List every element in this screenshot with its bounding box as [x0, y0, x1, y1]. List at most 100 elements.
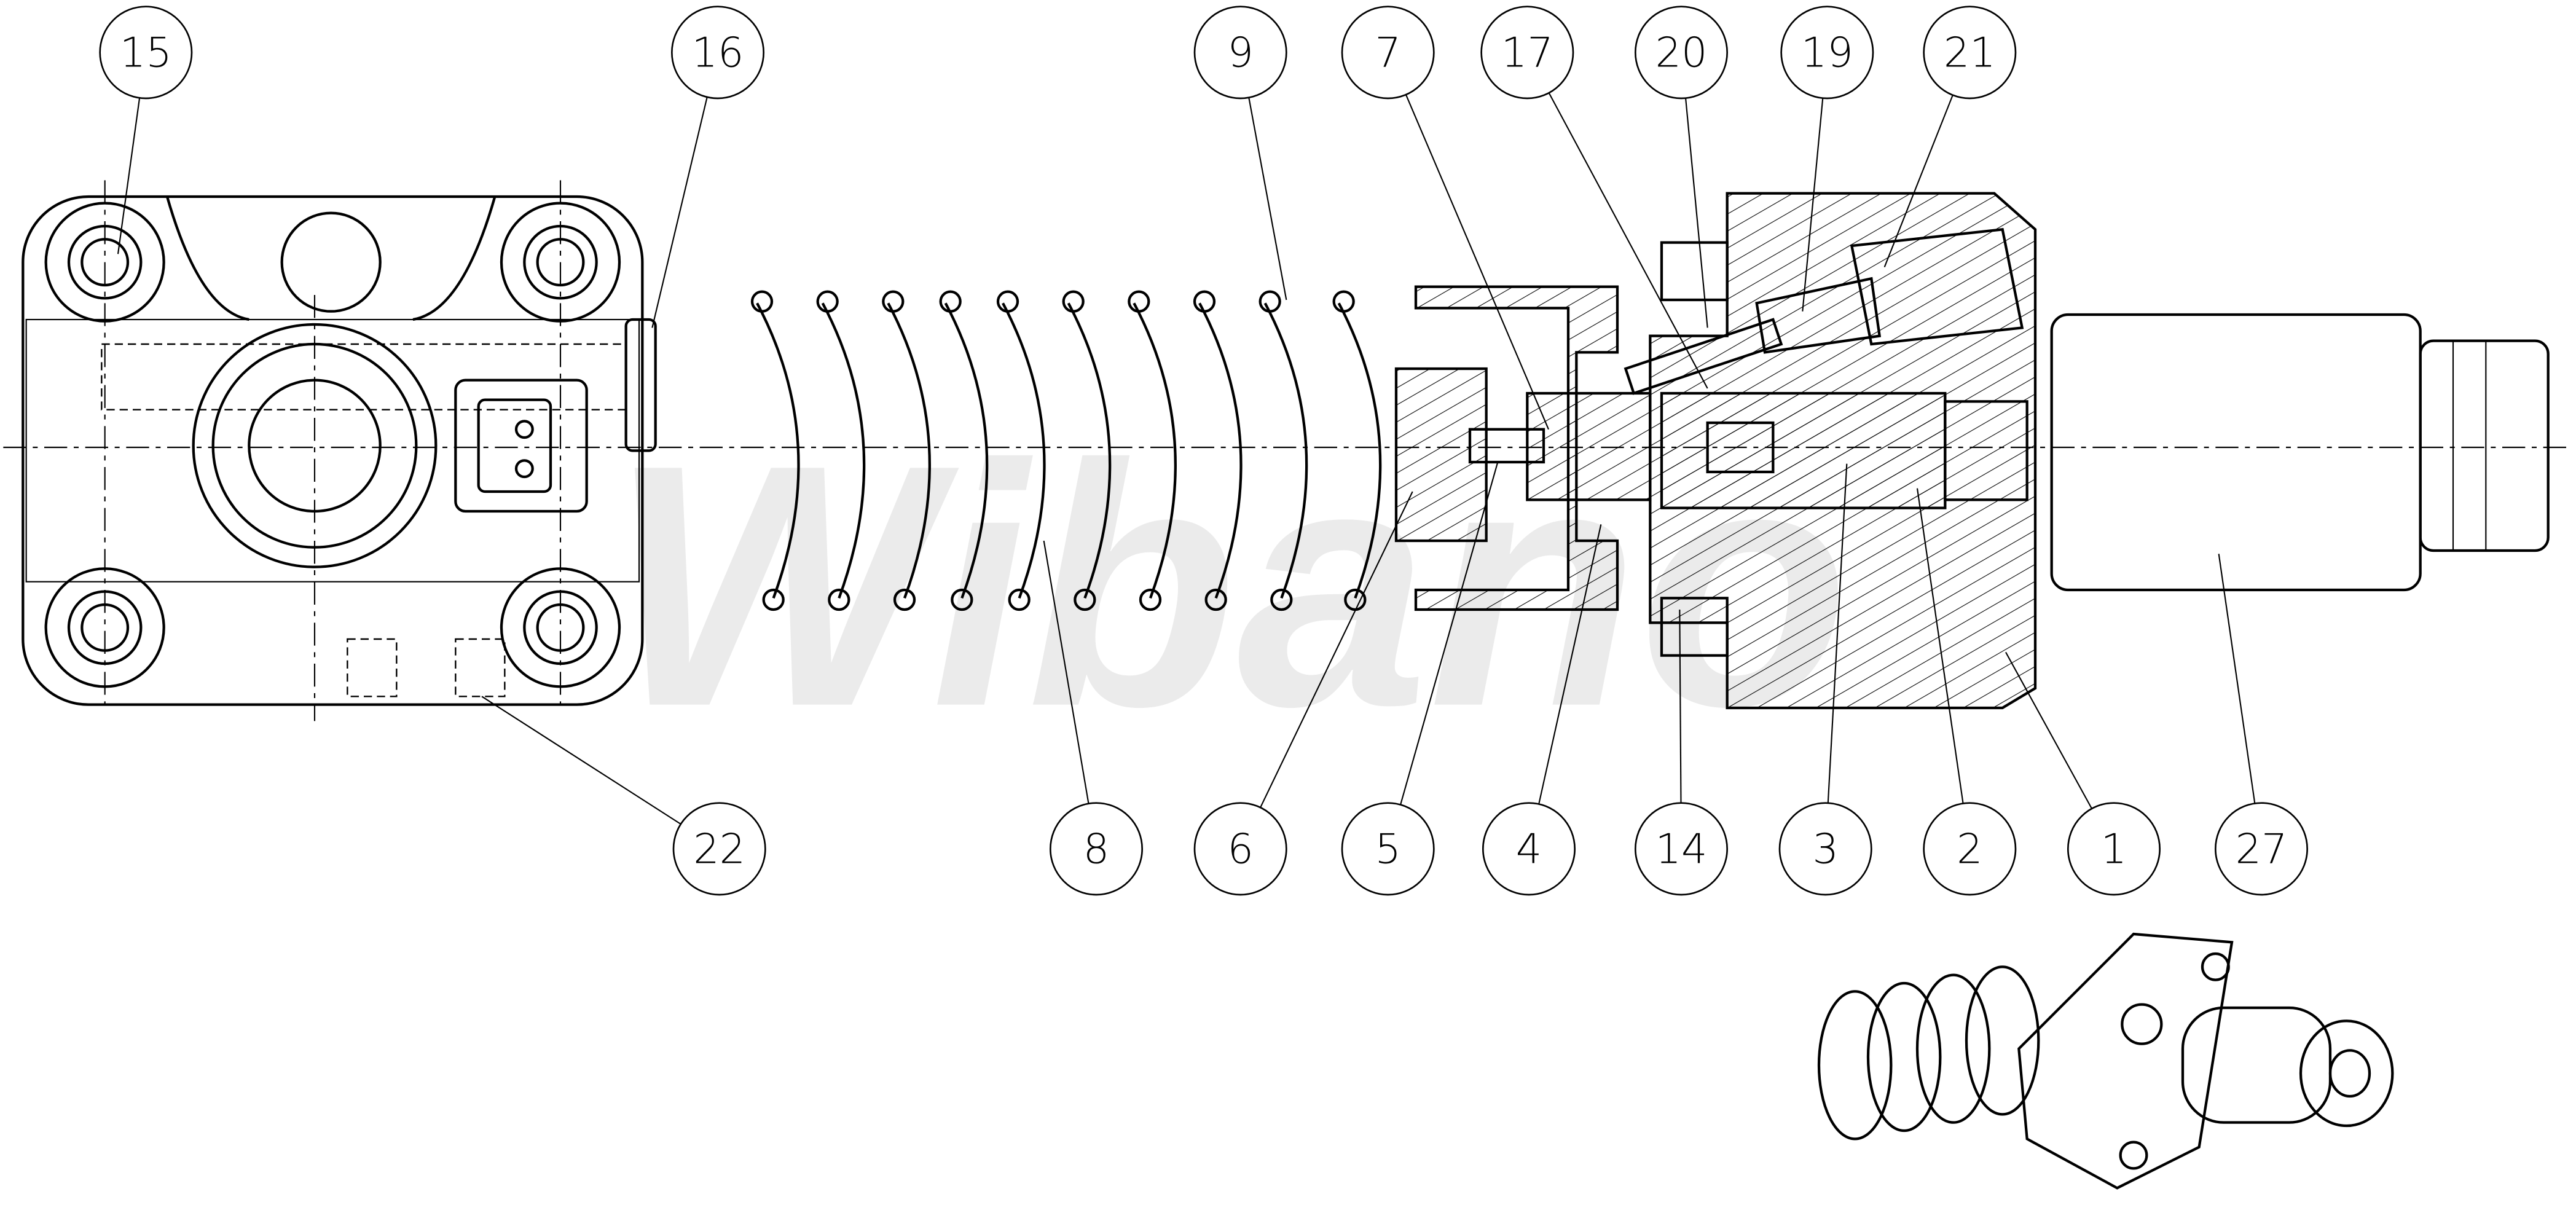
pump-body — [1624, 192, 2037, 710]
leader-line — [1387, 52, 1549, 430]
callout-15: 15 — [99, 6, 193, 100]
callout-circle — [1193, 6, 1287, 100]
spring-wire-section — [1332, 290, 1355, 313]
callout-number: 22 — [693, 825, 745, 873]
spring-wire-section — [939, 290, 962, 313]
callout-circle — [2067, 802, 2161, 896]
spring-coil — [1198, 302, 1243, 599]
callout-17: 17 — [1480, 6, 1574, 100]
callout-number: 15 — [120, 28, 172, 76]
callout-1: 1 — [2067, 802, 2161, 896]
callout-number: 4 — [1516, 825, 1542, 873]
callout-circle — [1923, 802, 2017, 896]
callout-circle — [1193, 802, 1287, 896]
spring-wire-section — [762, 588, 785, 611]
callout-8: 8 — [1049, 802, 1143, 896]
spring-wire-section — [1204, 588, 1227, 611]
leader-line — [1528, 524, 1602, 849]
callout-27: 27 — [2215, 802, 2308, 896]
callout-circle — [99, 6, 193, 100]
callout-9: 9 — [1193, 6, 1287, 100]
spring-seat — [1394, 285, 1652, 611]
leader-line — [481, 696, 720, 850]
spring-wire-section — [816, 290, 839, 313]
callout-circle — [672, 802, 766, 896]
callout-number: 17 — [1501, 28, 1553, 76]
callout-7: 7 — [1341, 6, 1435, 100]
callout-5: 5 — [1341, 802, 1435, 896]
spring-wire-section — [1074, 588, 1096, 611]
callout-circle — [1482, 802, 1576, 896]
spring — [750, 290, 1382, 611]
leader-line — [651, 52, 719, 328]
callout-circle — [1635, 802, 1728, 896]
spring-wire-section — [828, 588, 850, 611]
spring-wire-section — [1008, 588, 1031, 611]
callout-number: 8 — [1083, 825, 1109, 873]
callout-circle — [1778, 802, 1872, 896]
spring-wire-section — [951, 588, 973, 611]
callout-circle — [1923, 6, 2017, 100]
callout-19: 19 — [1780, 6, 1874, 100]
leader-line — [1387, 461, 1499, 849]
callout-16: 16 — [670, 6, 764, 100]
spring-wire-section — [750, 290, 774, 313]
callout-number: 1 — [2101, 825, 2127, 873]
callout-3: 3 — [1778, 802, 1872, 896]
callout-number: 7 — [1375, 28, 1400, 76]
leader-line — [1916, 488, 1971, 849]
callout-number: 3 — [1812, 825, 1838, 873]
spring-wire-section — [1193, 290, 1216, 313]
spring-wire-section — [893, 588, 916, 611]
callout-number: 6 — [1227, 825, 1253, 873]
spring-wire-section — [1139, 588, 1162, 611]
callout-22: 22 — [672, 802, 766, 896]
spring-coil — [1002, 302, 1046, 599]
assembly-3d-view — [1817, 932, 2394, 1190]
spring-wire-section — [1259, 290, 1281, 313]
callout-4: 4 — [1482, 802, 1576, 896]
callout-14: 14 — [1635, 802, 1728, 896]
callout-6: 6 — [1193, 802, 1287, 896]
callout-2: 2 — [1923, 802, 2017, 896]
solenoid-valve — [2050, 313, 2550, 592]
callout-number: 19 — [1801, 28, 1853, 76]
spring-coil — [944, 302, 989, 599]
callout-circle — [670, 6, 764, 100]
callout-number: 16 — [692, 28, 744, 76]
callout-circle — [1341, 802, 1435, 896]
spring-wire-section — [1128, 290, 1150, 313]
leader-line — [1824, 463, 1848, 849]
callout-circle — [1049, 802, 1143, 896]
callout-circle — [2215, 802, 2308, 896]
callout-number: 14 — [1655, 825, 1708, 873]
callout-number: 27 — [2236, 825, 2288, 873]
callout-circle — [1341, 6, 1435, 100]
spring-wire-section — [1062, 290, 1085, 313]
spring-coil — [1067, 302, 1112, 599]
spring-wire-section — [882, 290, 905, 313]
spring-wire-section — [1344, 588, 1367, 611]
spring-coil — [821, 302, 866, 599]
callout-number: 20 — [1655, 28, 1708, 76]
leader-line — [1043, 540, 1098, 849]
callout-20: 20 — [1635, 6, 1728, 100]
leader-line — [1526, 52, 1708, 389]
spring-wire-section — [1270, 588, 1293, 611]
spring-coil — [756, 302, 800, 599]
leader-line — [2218, 554, 2263, 849]
callout-number: 5 — [1375, 825, 1400, 873]
pump-housing-front-view — [22, 180, 657, 721]
callout-number: 21 — [1944, 28, 1996, 76]
callout-number: 2 — [1957, 825, 1982, 873]
spring-coil — [887, 302, 931, 599]
callout-circle — [1780, 6, 1874, 100]
callout-21: 21 — [1923, 6, 2017, 100]
spring-coil — [1337, 302, 1382, 599]
callout-number: 9 — [1227, 28, 1253, 76]
leader-line — [1239, 491, 1413, 849]
callout-circle — [1635, 6, 1728, 100]
